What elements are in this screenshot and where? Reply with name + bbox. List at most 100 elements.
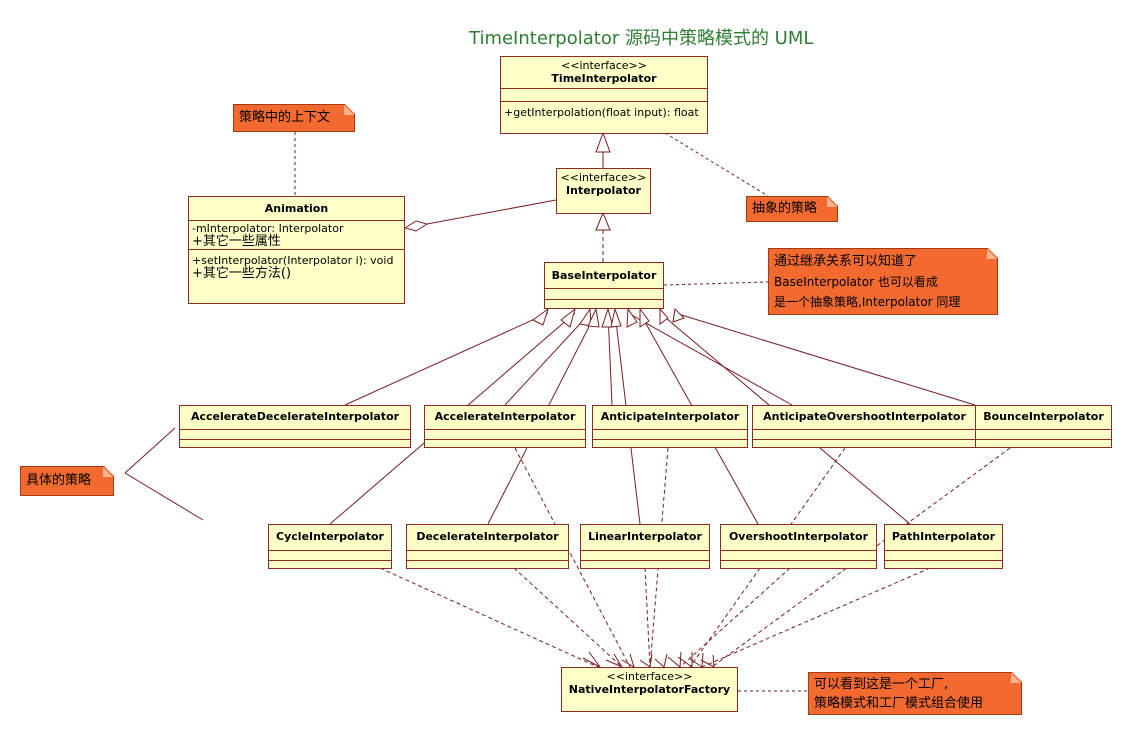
class-name: AnticipateInterpolator <box>600 410 740 423</box>
aggregation-diamond <box>403 220 429 232</box>
stereotype-label: <<interface>> <box>606 670 693 683</box>
animation-aggregates-interpolator <box>426 199 557 225</box>
class-decelerate-interpolator[interactable]: DecelerateInterpolator <box>406 524 569 569</box>
abstract-note-anchor <box>664 132 769 197</box>
note-text: 抽象的策略 <box>752 201 818 216</box>
operations-section <box>407 560 568 568</box>
operations-section: +setInterpolator(Interpolator i): void +… <box>189 249 404 281</box>
decelerate-uses-factory <box>513 567 623 668</box>
class-name: BounceInterpolator <box>983 410 1104 423</box>
note-concrete-strategy: 具体的策略 <box>20 466 114 496</box>
class-accelerate-decelerate-interpolator[interactable]: AccelerateDecelerateInterpolator <box>179 405 411 448</box>
note-base-interpolator: 通过继承关系可以知道了 BaseInterpolator 也可以看成 是一个抽象… <box>768 248 998 315</box>
class-name: Animation <box>264 202 329 215</box>
operations-section <box>545 299 663 307</box>
attributes-section <box>885 550 1002 560</box>
class-native-interpolator-factory[interactable]: <<interface>> NativeInterpolatorFactory <box>561 667 738 712</box>
operations-section <box>976 439 1111 447</box>
note-line-2: 策略模式和工厂模式组合使用 <box>814 696 984 711</box>
note-line-1: 可以看到这是一个工厂, <box>814 677 949 692</box>
arrowhead <box>626 307 638 328</box>
attributes-section <box>407 550 568 560</box>
bounce-extends-base <box>674 312 976 406</box>
note-fold <box>344 105 354 115</box>
class-linear-interpolator[interactable]: LinearInterpolator <box>580 524 710 569</box>
note-context: 策略中的上下文 <box>233 104 355 132</box>
anticipate-extends-base <box>607 312 613 406</box>
class-name: OvershootInterpolator <box>728 530 869 543</box>
stereotype-label: <<interface>> <box>561 59 647 72</box>
operations-section <box>593 439 747 447</box>
realization-arrowhead <box>595 211 611 231</box>
note-fold <box>987 249 997 259</box>
base-note-anchor <box>663 281 769 286</box>
note-text: 策略中的上下文 <box>239 110 331 125</box>
concrete-bracket-lower <box>124 472 204 521</box>
concrete-bracket-upper <box>124 427 176 474</box>
attributes-section <box>545 288 663 299</box>
generalization-arrowhead <box>595 131 611 153</box>
attributes-section <box>501 88 707 101</box>
anticipate-overshoot-extends-base <box>627 312 793 406</box>
attribute-other: +其它一些属性 <box>192 234 281 249</box>
operations-section <box>269 560 391 568</box>
arrowhead <box>601 307 614 328</box>
attributes-section <box>269 550 391 560</box>
accelerate-extends-base <box>504 312 591 406</box>
class-name: Interpolator <box>566 184 641 197</box>
note-fold <box>1011 673 1021 683</box>
arrowhead <box>560 307 576 328</box>
operations-section <box>753 439 976 447</box>
attributes-section <box>425 429 585 439</box>
anticipate-uses-factory <box>649 447 669 668</box>
operations-section <box>885 560 1002 568</box>
class-time-interpolator[interactable]: <<interface>> TimeInterpolator +getInter… <box>500 56 708 134</box>
class-name: BaseInterpolator <box>551 269 657 282</box>
class-overshoot-interpolator[interactable]: OvershootInterpolator <box>720 524 877 569</box>
attributes-section <box>976 429 1111 439</box>
class-name: LinearInterpolator <box>588 530 702 543</box>
diagram-title: TimeInterpolator 源码中策略模式的 UML <box>469 28 814 49</box>
operations-section: +getInterpolation(float input): float <box>501 101 707 120</box>
arrowhead <box>672 307 685 323</box>
arrowhead <box>587 307 600 328</box>
operation-other: +其它一些方法() <box>192 266 292 281</box>
arrowhead <box>579 307 592 327</box>
attributes-section <box>721 550 876 560</box>
attributes-section <box>581 550 709 560</box>
class-interpolator[interactable]: <<interface>> Interpolator <box>556 168 651 214</box>
class-name: CycleInterpolator <box>276 530 384 543</box>
attributes-section <box>180 429 410 439</box>
attribute-minterpolator: -mInterpolator: Interpolator <box>192 222 344 235</box>
class-name: PathInterpolator <box>891 530 996 543</box>
overshoot-uses-factory <box>679 567 791 668</box>
operation-set-interpolator: +setInterpolator(Interpolator i): void <box>192 254 394 267</box>
accelerate-uses-factory <box>514 447 631 668</box>
class-accelerate-interpolator[interactable]: AccelerateInterpolator <box>424 405 586 448</box>
note-fold <box>827 197 837 207</box>
class-name: AccelerateInterpolator <box>434 410 576 423</box>
note-factory: 可以看到这是一个工厂, 策略模式和工厂模式组合使用 <box>808 672 1022 715</box>
linear-uses-factory <box>644 567 651 668</box>
class-base-interpolator[interactable]: BaseInterpolator <box>544 262 664 309</box>
class-bounce-interpolator[interactable]: BounceInterpolator <box>975 405 1112 448</box>
note-text: 具体的策略 <box>26 473 92 488</box>
arrowhead <box>610 307 622 328</box>
class-name: AnticipateOvershootInterpolator <box>763 410 966 423</box>
path-uses-factory <box>701 567 931 668</box>
class-name: TimeInterpolator <box>551 72 657 85</box>
class-anticipate-interpolator[interactable]: AnticipateInterpolator <box>592 405 748 448</box>
class-anticipate-overshoot-interpolator[interactable]: AnticipateOvershootInterpolator <box>752 405 977 448</box>
accel-decel-extends-base <box>344 312 549 406</box>
operations-section <box>721 560 876 568</box>
class-name: AccelerateDecelerateInterpolator <box>190 410 400 423</box>
class-animation[interactable]: Animation -mInterpolator: Interpolator +… <box>188 196 405 304</box>
class-cycle-interpolator[interactable]: CycleInterpolator <box>268 524 392 569</box>
class-path-interpolator[interactable]: PathInterpolator <box>884 524 1003 569</box>
attributes-section <box>753 429 976 439</box>
note-abstract-strategy: 抽象的策略 <box>746 196 838 222</box>
arrowhead <box>532 307 549 326</box>
operations-section <box>180 439 410 447</box>
operation-get-interpolation: +getInterpolation(float input): float <box>504 106 699 119</box>
note-line-3: 是一个抽象策略,Interpolator 同理 <box>774 295 961 309</box>
